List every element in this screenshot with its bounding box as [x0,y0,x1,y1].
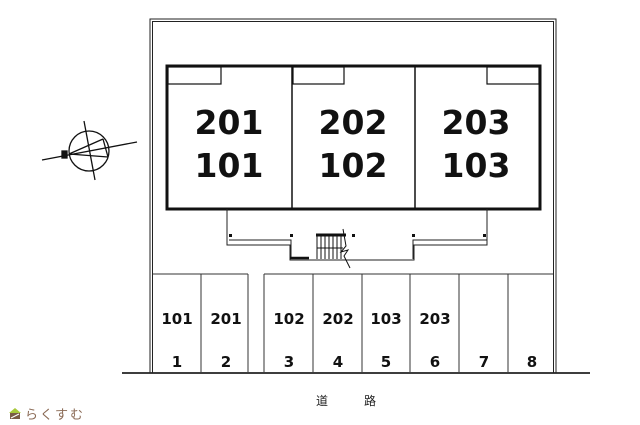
building [165,64,542,211]
parking-assigned-unit: 203 [419,310,450,328]
parking-space-number: 1 [172,353,182,371]
road-label-1: 道 [316,394,328,408]
parking-space-number: 5 [381,353,391,371]
unit-labels: 201 101 202 102 203 103 [195,103,511,185]
parking-space-number: 8 [527,353,537,371]
parking-area [153,273,553,372]
road-label-2: 路 [364,393,376,408]
balcony-201 [167,66,222,85]
balcony-202 [292,66,345,85]
house-logo-icon [9,408,21,419]
logo-text: らくすむ [25,407,86,423]
unit-upper-label: 202 [319,103,388,142]
stairs-icon [316,228,351,269]
parking-space-number: 4 [333,353,343,371]
corridor [226,209,488,261]
unit-lower-label: 103 [442,146,511,185]
north-arrow-icon [41,120,138,181]
parking-labels: 101 1 201 2 102 3 202 4 103 5 203 6 7 8 [161,310,537,371]
parking-assigned-unit: 201 [210,310,241,328]
brand-logo: らくすむ [9,405,86,423]
parking-space-number: 3 [284,353,294,371]
parking-assigned-unit: 101 [161,310,192,328]
parking-space-number: 2 [221,353,231,371]
unit-lower-label: 101 [195,146,264,185]
parking-assigned-unit: 202 [322,310,353,328]
unit-upper-label: 201 [195,103,264,142]
parking-assigned-unit: 103 [370,310,401,328]
parking-space-number: 7 [479,353,489,371]
parking-assigned-unit: 102 [273,310,304,328]
parking-space-number: 6 [430,353,440,371]
balcony-203 [486,66,540,85]
unit-lower-label: 102 [319,146,388,185]
unit-upper-label: 203 [442,103,511,142]
